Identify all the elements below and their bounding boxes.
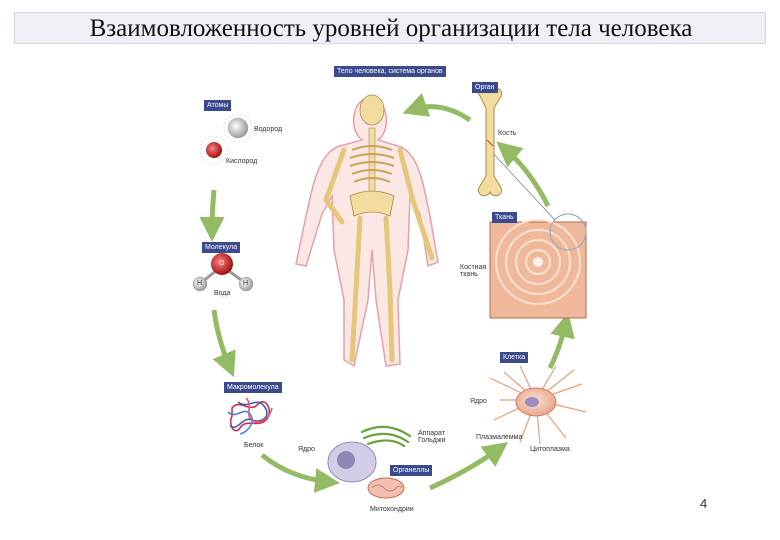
tag-organism: Тело человека, система органов: [334, 66, 446, 77]
arrow-organ-to-organism: [402, 93, 472, 123]
hydrogen-orbit: [223, 113, 253, 143]
protein-macromolecule: [227, 397, 273, 435]
golgi-apparatus: [360, 425, 412, 448]
limb-bones: [323, 147, 435, 363]
tag-tissue: Ткань: [492, 212, 517, 223]
ribcage: [349, 145, 395, 183]
label-h-right: H: [243, 280, 249, 287]
pelvis: [349, 190, 395, 217]
label-bone-tissue: Костная ткань: [460, 264, 487, 278]
label-water: Вода: [214, 290, 231, 297]
arrow-molecule-to-macromolecule: [211, 309, 236, 378]
label-bone: Кость: [498, 130, 517, 137]
human-skeleton: [295, 94, 439, 368]
label-plasma-membrane: Плазмалемма: [476, 434, 523, 441]
arrow-cell-to-tissue: [547, 312, 575, 370]
arrow-atoms-to-molecule: [199, 189, 225, 242]
hydrogen-atom: [227, 117, 249, 139]
arrow-macromolecule-to-organelles: [260, 453, 340, 493]
slide-title: Взаимовложенность уровней организации те…: [89, 15, 693, 42]
oxygen-orbit: [199, 135, 229, 165]
nucleus: [337, 451, 355, 469]
label-h-left: H: [197, 280, 203, 287]
label-cytoplasm: Цитоплазма: [530, 446, 570, 453]
atoms-illustration: [199, 113, 253, 165]
oxygen-atom: [206, 142, 222, 158]
tag-cell: Клетка: [500, 352, 529, 363]
label-o-center: O: [219, 260, 225, 267]
magnifier-circle: [549, 213, 587, 251]
cycle-arrows: [199, 93, 575, 493]
water-molecule: [192, 253, 254, 292]
label-oxygen: Кислород: [226, 158, 258, 165]
tag-organelles: Органеллы: [390, 465, 433, 476]
body-outline: [295, 97, 439, 368]
label-nucleus: Ядро: [298, 446, 315, 453]
bone-tissue-panel: [489, 149, 587, 319]
arrow-tissue-to-organ: [496, 141, 551, 208]
label-mitochondria: Митохондрии: [370, 506, 414, 513]
nerve-cell: [489, 365, 587, 445]
label-protein: Белок: [244, 442, 264, 449]
arrow-organelles-to-cell: [428, 442, 509, 491]
tag-molecule: Молекула: [202, 242, 241, 253]
label-hydrogen: Водород: [254, 126, 283, 133]
bone-illustration: [477, 87, 503, 197]
water-hydrogen-right: [238, 276, 254, 292]
cell-nucleus: [525, 397, 539, 407]
title-bar: Взаимовложенность уровней организации те…: [14, 12, 766, 44]
mitochondrion: [367, 477, 405, 499]
tag-organ: Орган: [472, 82, 498, 93]
organelles-illustration: [327, 425, 412, 499]
water-oxygen: [211, 253, 233, 275]
label-golgi: Аппарат Гольджи: [418, 430, 446, 444]
skull: [359, 94, 385, 126]
tag-macromolecule: Макромолекула: [224, 382, 282, 393]
tag-atoms: Атомы: [204, 100, 232, 111]
water-hydrogen-left: [192, 276, 208, 292]
page-number: 4: [700, 496, 708, 511]
label-nucleus-cell: Ядро: [470, 398, 487, 405]
